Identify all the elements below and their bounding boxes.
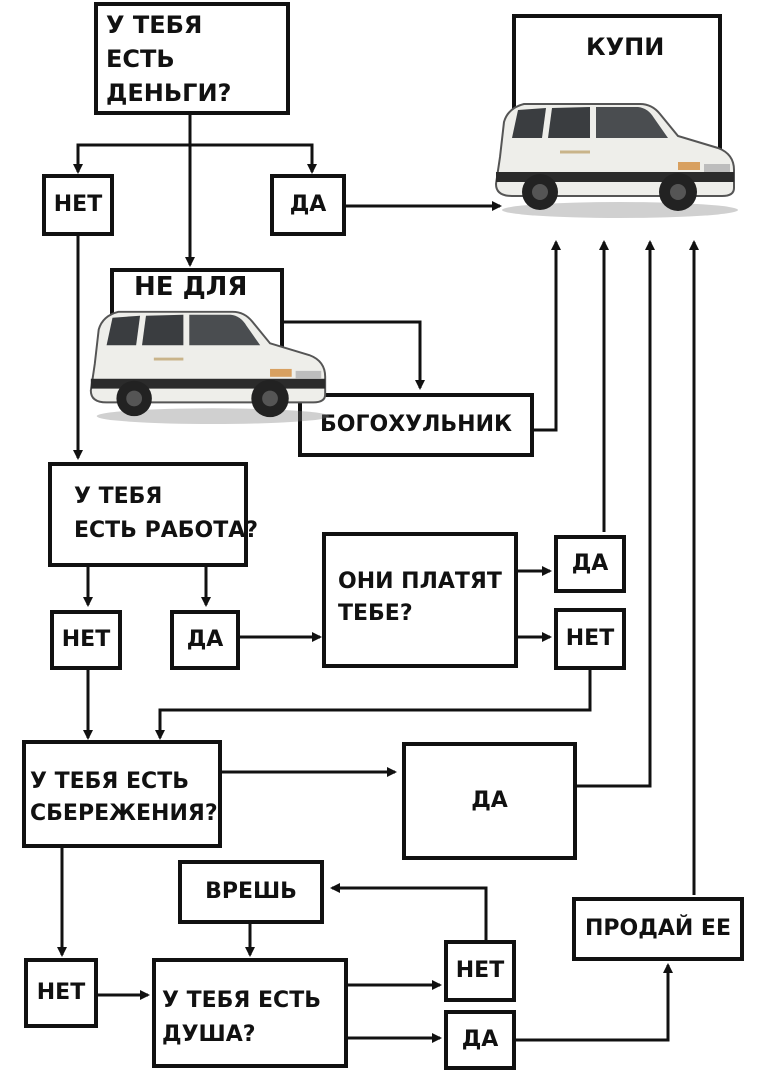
answer-yes-job: ДА <box>170 610 240 670</box>
answer-no-soul: НЕТ <box>444 940 516 1002</box>
answer-yes-soul: ДА <box>444 1010 516 1070</box>
arrow-blasphemer-buy <box>534 240 561 432</box>
question-has-soul-text: У ТЕБЯ ЕСТЬ ДУША? <box>162 988 321 1047</box>
question-has-savings-text: У ТЕБЯ ЕСТЬ СБЕРЕЖЕНИЯ? <box>30 769 218 826</box>
blasphemer-box: БОГОХУЛЬНИК <box>298 393 534 457</box>
question-has-soul: У ТЕБЯ ЕСТЬ ДУША? <box>152 958 348 1068</box>
question-has-money-text: У ТЕБЯ ЕСТЬ ДЕНЬГИ? <box>106 11 232 107</box>
answer-no-money: НЕТ <box>42 174 114 236</box>
station-wagon-car-image-2 <box>89 310 330 425</box>
question-has-job: У ТЕБЯ ЕСТЬ РАБОТА? <box>48 462 259 567</box>
answer-yes-savings: ДА <box>402 742 577 860</box>
question-has-money: У ТЕБЯ ЕСТЬ ДЕНЬГИ? <box>94 2 290 115</box>
sell-it-box: ПРОДАЙ ЕЕ <box>572 897 744 961</box>
arrow-notfor-blasphemer <box>282 320 425 390</box>
answer-yes-paid: ДА <box>554 535 626 593</box>
question-has-job-text: У ТЕБЯ ЕСТЬ РАБОТА? <box>74 484 259 543</box>
question-has-savings: У ТЕБЯ ЕСТЬ СБЕРЕЖЕНИЯ? <box>22 740 222 848</box>
arrow-money-yes <box>190 143 317 174</box>
arrow-nopaid-savings <box>155 670 592 740</box>
arrow-money-no <box>73 115 192 174</box>
question-they-pay-text: ОНИ ПЛАТЯТ ТЕБЕ? <box>338 569 502 626</box>
answer-yes-money: ДА <box>270 174 346 236</box>
buy-text: КУПИ <box>586 33 665 61</box>
answer-no-paid: НЕТ <box>554 608 626 670</box>
arrow-yessavings-buy <box>577 240 655 788</box>
question-they-pay: ОНИ ПЛАТЯТ ТЕБЕ? <box>322 532 518 668</box>
arrow-yessoul-sell <box>516 963 673 1042</box>
answer-no-savings: НЕТ <box>24 958 98 1028</box>
lie-box: ВРЕШЬ <box>178 860 324 924</box>
not-for-text: НЕ ДЛЯ <box>134 272 248 302</box>
station-wagon-car-image <box>494 103 738 218</box>
arrow-nosoul-lie <box>330 883 488 940</box>
answer-no-job: НЕТ <box>50 610 122 670</box>
